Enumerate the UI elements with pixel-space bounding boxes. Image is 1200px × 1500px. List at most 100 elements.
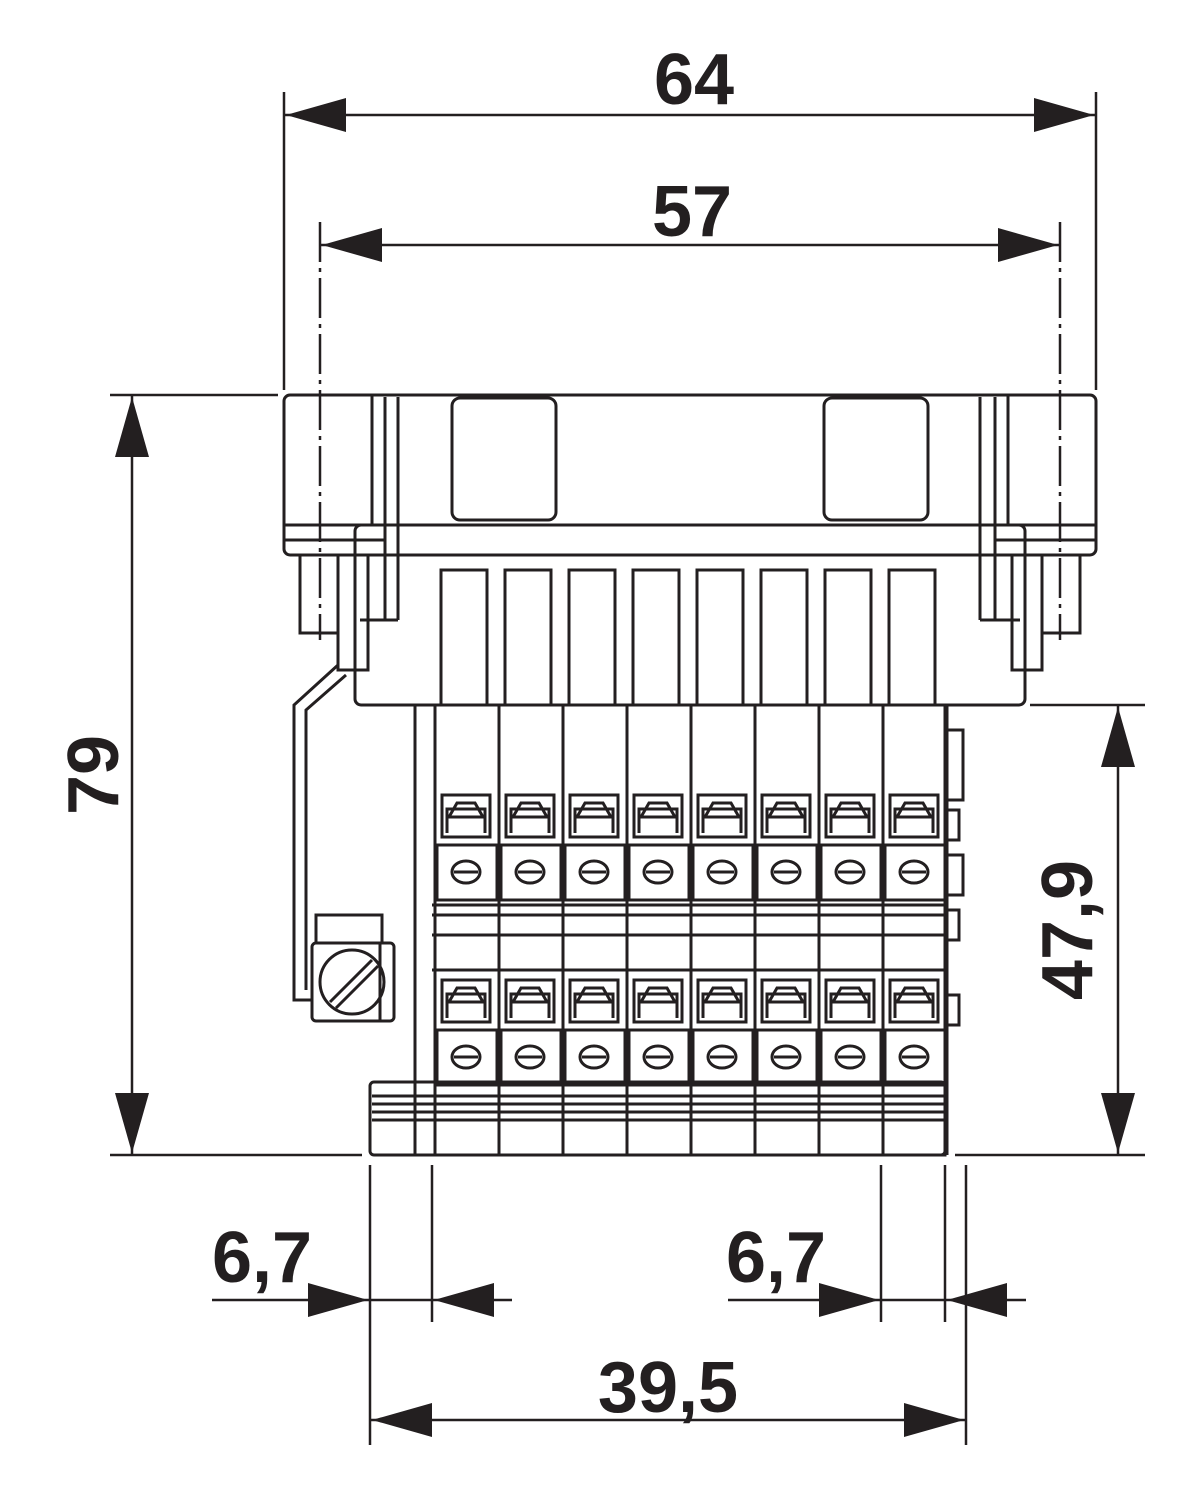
contact-slot <box>887 568 937 707</box>
terminal-cage-wedge <box>638 801 678 819</box>
terminal-cage <box>824 793 876 839</box>
screw-terminal-icon <box>706 859 738 885</box>
screw-terminal-icon <box>898 1044 930 1070</box>
terminal-cage-inner <box>765 807 807 833</box>
terminal-cage <box>504 793 556 839</box>
terminal-cage-inner <box>829 992 871 1018</box>
terminal-cage <box>888 793 940 839</box>
ground-strap-inner <box>304 673 347 990</box>
housing-slot-right <box>822 396 930 522</box>
terminal-screw-body <box>883 1028 947 1087</box>
screw-terminal-icon <box>834 859 866 885</box>
terminal-cage-wedge <box>766 986 806 1004</box>
terminal-cage-wedge <box>894 801 934 819</box>
terminal-cage <box>632 978 684 1024</box>
terminal-screw-body <box>499 843 563 902</box>
housing-inner <box>370 393 1010 527</box>
contact-slot <box>823 568 873 707</box>
arrowhead-icon <box>322 228 382 262</box>
terminal-screw-body <box>691 843 755 902</box>
arrowhead-icon <box>115 1093 149 1153</box>
terminal-cage-wedge <box>446 801 486 819</box>
terminal-screw-body <box>627 1028 691 1087</box>
dim-label-left-offset: 6,7 <box>212 1218 312 1298</box>
pin-block-right <box>1010 553 1044 672</box>
terminal-columns <box>433 705 949 1155</box>
terminal-cage-wedge <box>638 986 678 1004</box>
terminal-screw-body <box>819 1028 883 1087</box>
terminal-cage <box>760 978 812 1024</box>
screw-terminal-icon <box>578 859 610 885</box>
arrowhead-icon <box>372 1403 432 1437</box>
terminal-cage-inner <box>765 992 807 1018</box>
arrowhead-icon <box>947 1283 1007 1317</box>
terminal-cage-inner <box>637 992 679 1018</box>
arrowhead-icon <box>1101 707 1135 767</box>
terminal-cage-inner <box>573 992 615 1018</box>
terminal-screw-body <box>563 843 627 902</box>
screw-terminal-icon <box>834 1044 866 1070</box>
terminal-cage <box>888 978 940 1024</box>
arrowhead-icon <box>998 228 1058 262</box>
screw-terminal-icon <box>450 859 482 885</box>
terminal-cage-wedge <box>702 801 742 819</box>
contact-slot <box>759 568 809 707</box>
terminal-cage <box>824 978 876 1024</box>
terminal-cage <box>440 978 492 1024</box>
ground-screw-icon <box>318 948 386 1016</box>
terminal-screw-body <box>563 1028 627 1087</box>
dim-label-inner-width: 57 <box>652 172 732 252</box>
terminal-cage-inner <box>701 807 743 833</box>
terminal-cage <box>440 793 492 839</box>
terminal-screw-body <box>755 1028 819 1087</box>
screw-terminal-icon <box>450 1044 482 1070</box>
terminal-cage-inner <box>893 992 935 1018</box>
insert-slots <box>439 568 937 707</box>
arrowheads <box>115 98 1135 1437</box>
dim-label-right-offset: 6,7 <box>726 1218 826 1298</box>
arrowhead-icon <box>434 1283 494 1317</box>
screw-terminal-icon <box>642 859 674 885</box>
side-clip-5 <box>943 993 961 1027</box>
contact-slot <box>695 568 745 707</box>
screw-terminal-icon <box>578 1044 610 1070</box>
contact-insert <box>353 523 1027 707</box>
contact-slot <box>439 568 489 707</box>
terminal-cage <box>696 793 748 839</box>
terminal-cage-inner <box>701 992 743 1018</box>
terminal-cage <box>760 793 812 839</box>
ground-screw-slot-2 <box>334 964 380 1010</box>
screw-terminal-icon <box>514 859 546 885</box>
arrowhead-icon <box>308 1283 368 1317</box>
terminal-screw-body <box>627 843 691 902</box>
screw-terminal-icon <box>770 859 802 885</box>
side-clip-3 <box>943 853 965 897</box>
terminal-cage-inner <box>893 807 935 833</box>
dimension-labels: 64 57 79 47,9 6,7 6,7 39,5 <box>54 40 1108 1428</box>
terminal-cage-wedge <box>574 986 614 1004</box>
terminal-cage-wedge <box>766 801 806 819</box>
terminal-screw-body <box>435 843 499 902</box>
arrowhead-icon <box>819 1283 879 1317</box>
screw-terminal-icon <box>514 1044 546 1070</box>
side-clip-2 <box>943 808 961 842</box>
terminal-cage-wedge <box>446 986 486 1004</box>
ground-screw-slot <box>328 958 374 1004</box>
terminal-cage <box>696 978 748 1024</box>
terminal-cage-inner <box>637 807 679 833</box>
housing-slot-left <box>450 396 558 522</box>
terminal-cage-wedge <box>830 986 870 1004</box>
contact-slot <box>567 568 617 707</box>
dim-label-base-width: 39,5 <box>598 1348 738 1428</box>
terminal-cage-wedge <box>510 986 550 1004</box>
side-clip-1 <box>943 728 965 802</box>
terminal-screw-body <box>499 1028 563 1087</box>
terminal-cage <box>568 978 620 1024</box>
ground-clamp <box>310 941 396 1023</box>
terminal-cage-wedge <box>574 801 614 819</box>
arrowhead-icon <box>1034 98 1094 132</box>
dim-label-terminal-height: 47,9 <box>1028 860 1108 1000</box>
ground-clamp-top <box>314 913 384 945</box>
